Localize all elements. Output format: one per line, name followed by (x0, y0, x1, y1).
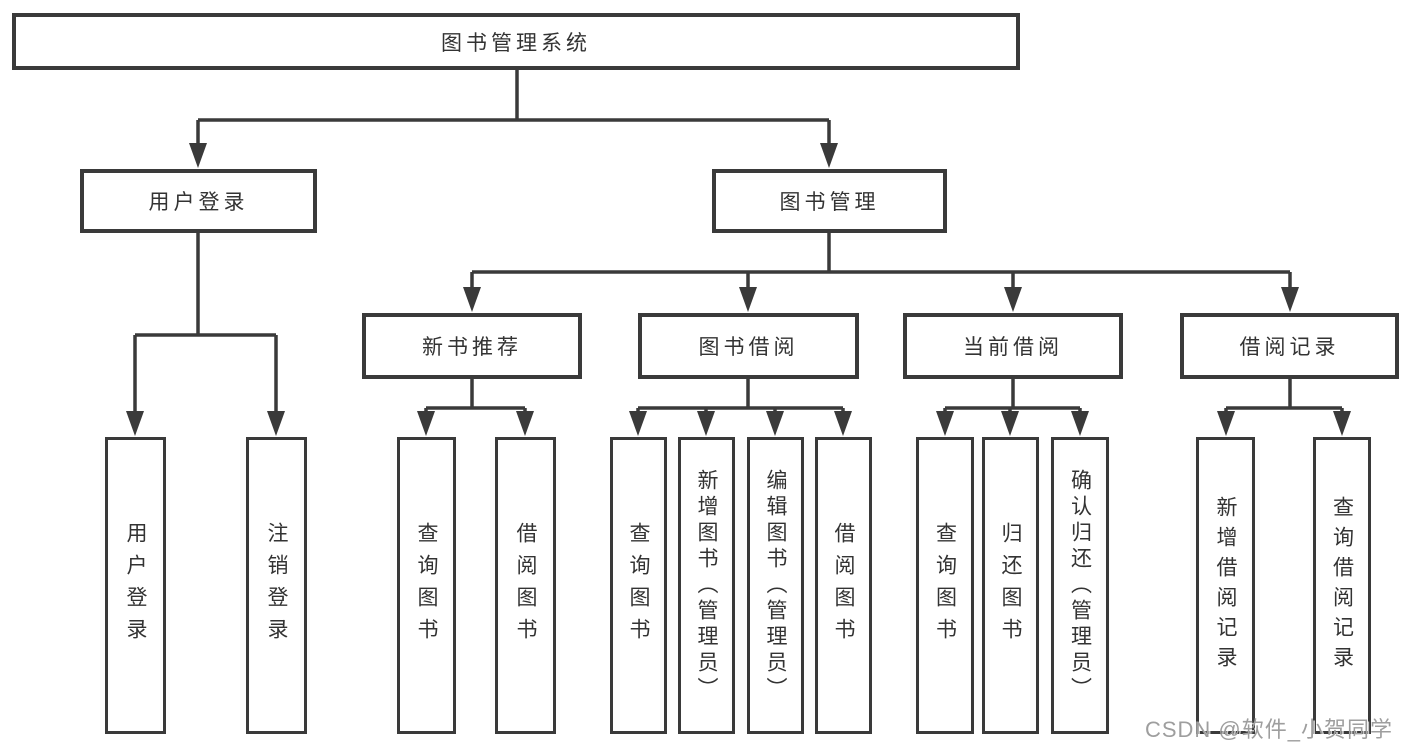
node-label: 借阅记录 (1239, 336, 1340, 359)
node-label: 用户登录 (148, 191, 249, 214)
node-leaf-nb-query-books: 查询图书 (397, 437, 456, 734)
node-label: 新书推荐 (422, 336, 522, 359)
node-leaf-cb-confirm-return-admin: 确认归还（管理员） (1051, 437, 1109, 734)
node-label: 图书管理 (779, 191, 880, 214)
node-borrowing-records: 借阅记录 (1180, 313, 1399, 379)
node-label: 注销登录 (265, 521, 288, 650)
node-leaf-nb-borrow-books: 借阅图书 (495, 437, 556, 734)
node-label: 图书借阅 (698, 336, 799, 359)
node-leaf-br-add-record: 新增借阅记录 (1196, 437, 1255, 734)
node-leaf-bb-borrow-books: 借阅图书 (815, 437, 872, 734)
node-leaf-user-login: 用户登录 (105, 437, 166, 734)
node-leaf-br-query-record: 查询借阅记录 (1313, 437, 1371, 734)
node-label: 查询借阅记录 (1330, 495, 1354, 676)
node-label: 查询图书 (933, 521, 957, 650)
node-label: 用户登录 (124, 521, 147, 650)
node-label: 查询图书 (415, 521, 438, 650)
node-new-book-recommend: 新书推荐 (362, 313, 582, 379)
node-leaf-bb-add-books-admin: 新增图书（管理员） (678, 437, 735, 734)
node-leaf-bb-edit-books-admin: 编辑图书（管理员） (747, 437, 804, 734)
node-label: 确认归还（管理员） (1068, 468, 1092, 703)
node-label: 查询图书 (627, 521, 650, 650)
node-leaf-cb-return-books: 归还图书 (982, 437, 1039, 734)
node-label: 新增借阅记录 (1214, 495, 1237, 676)
node-label: 借阅图书 (832, 521, 855, 650)
node-book-borrowing: 图书借阅 (638, 313, 859, 379)
node-label: 借阅图书 (514, 521, 537, 650)
node-user-login: 用户登录 (80, 169, 317, 233)
node-current-borrowing: 当前借阅 (903, 313, 1123, 379)
csdn-watermark: CSDN @软件_小贺同学 (1144, 717, 1393, 742)
node-leaf-logout: 注销登录 (246, 437, 307, 734)
node-library-management-system: 图书管理系统 (12, 13, 1020, 70)
node-label: 编辑图书（管理员） (764, 468, 787, 703)
node-label: 新增图书（管理员） (695, 468, 718, 703)
node-label: 当前借阅 (963, 336, 1063, 359)
node-label: 归还图书 (999, 521, 1022, 650)
node-label: 图书管理系统 (441, 31, 591, 55)
node-book-management: 图书管理 (712, 169, 947, 233)
node-leaf-cb-query-books: 查询图书 (916, 437, 974, 734)
node-leaf-bb-query-books: 查询图书 (610, 437, 667, 734)
